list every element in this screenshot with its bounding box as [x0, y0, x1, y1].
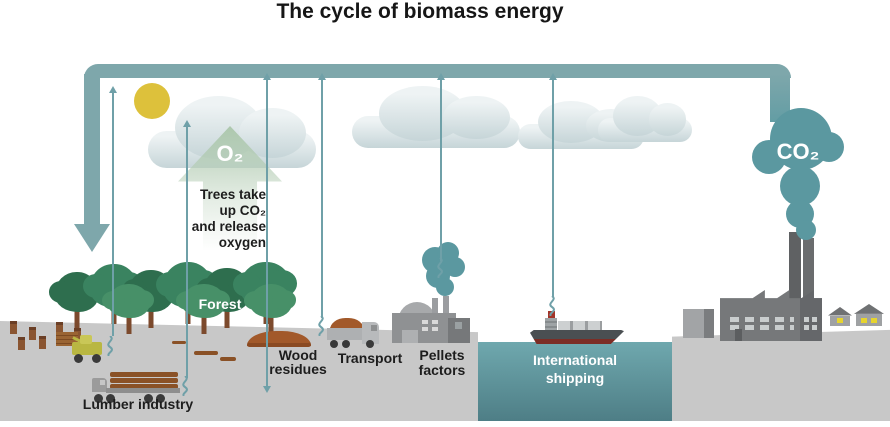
co2-smoke-icon	[796, 220, 816, 240]
factory-smoke-icon	[445, 257, 465, 277]
house-icon	[854, 304, 884, 326]
cycle-pipe-right	[770, 74, 790, 122]
cycle-pipe-left	[84, 74, 100, 224]
sun-icon	[134, 83, 170, 119]
pellets-factory-label: Pellets factors	[418, 347, 466, 378]
co2-flow-arrow	[318, 73, 326, 318]
co2-flow-arrow	[437, 73, 445, 261]
co2-smoke-icon	[780, 166, 820, 206]
cycle-pipe-top	[84, 64, 791, 78]
ground-right	[672, 329, 890, 421]
log-loader-icon	[54, 330, 114, 366]
warehouse-icon	[683, 309, 714, 338]
oxygen-label: O₂	[216, 141, 244, 166]
cloud-icon	[598, 96, 692, 142]
log-icon	[172, 341, 186, 344]
forest-label: Forest	[198, 296, 242, 312]
arrow-squiggle-icon	[182, 376, 188, 396]
tree-stump-icon	[29, 327, 36, 340]
tree-stump-icon	[39, 336, 46, 349]
sea-water	[478, 342, 672, 421]
co2-flow-arrow	[549, 73, 557, 297]
log-icon	[220, 357, 236, 361]
tree-icon	[102, 284, 155, 334]
international-shipping-label: International shipping	[532, 352, 617, 386]
arrow-squiggle-icon	[437, 258, 443, 278]
co2-flow-arrow	[263, 73, 271, 393]
tree-stump-icon	[56, 322, 63, 335]
tree-stump-icon	[18, 337, 25, 350]
cloud-icon	[352, 86, 520, 148]
factory-smoke-icon	[436, 278, 454, 296]
page-title: The cycle of biomass energy	[276, 0, 564, 23]
tree-icon	[244, 284, 297, 334]
arrow-squiggle-icon	[549, 296, 555, 316]
trees-note: Trees take up CO₂ and release oxygen	[158, 187, 266, 251]
log-icon	[194, 351, 218, 355]
trees-note-line: oxygen	[218, 235, 266, 250]
co2-smoke-icon	[752, 140, 786, 174]
chimney-icon	[789, 232, 801, 300]
tree-stump-icon	[10, 321, 17, 334]
transport-label: Transport	[337, 350, 403, 366]
arrow-squiggle-icon	[107, 336, 113, 356]
transport-truck-icon	[318, 314, 382, 350]
co2-smoke-icon	[814, 132, 844, 162]
wood-residue-pile-icon	[247, 331, 311, 347]
cargo-ship-icon	[528, 292, 628, 346]
cycle-pipe-arrowhead-icon	[74, 224, 110, 252]
arrow-squiggle-icon	[318, 316, 324, 336]
chimney-icon	[803, 238, 814, 300]
co2-flow-arrow	[183, 120, 191, 378]
lumber-truck-icon	[88, 368, 184, 404]
lumber-industry-label: Lumber industry	[82, 396, 194, 412]
pellets-factory-icon	[392, 296, 472, 343]
co2-label: CO₂	[776, 139, 820, 164]
trees-note-line: Trees take	[199, 187, 266, 202]
house-icon	[828, 307, 852, 326]
power-plant-icon	[720, 290, 822, 341]
wood-residues-label: Wood residues	[269, 347, 327, 377]
co2-flow-arrow	[109, 86, 117, 336]
trees-note-line: and release	[191, 219, 266, 234]
trees-note-line: up CO₂	[219, 203, 267, 218]
